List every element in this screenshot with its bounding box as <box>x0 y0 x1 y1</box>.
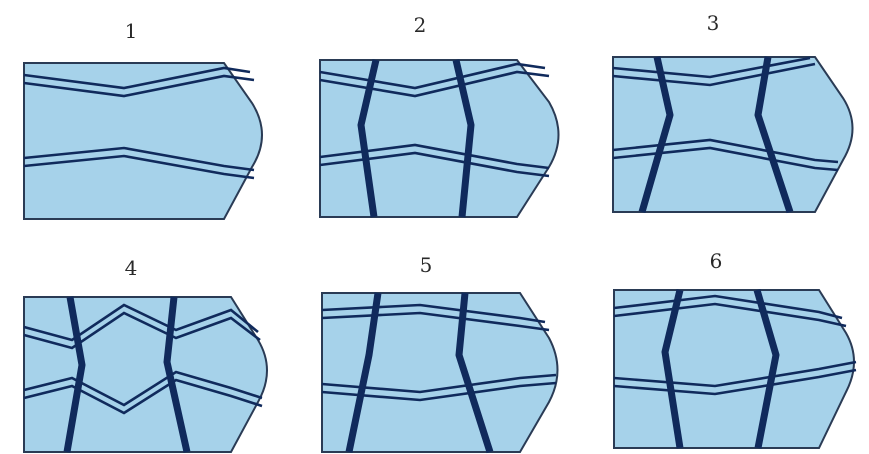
panel-number: 4 <box>125 256 138 280</box>
panel-4: 4 <box>24 256 267 452</box>
pane-shape <box>24 297 267 452</box>
panel-1: 1 <box>24 19 262 219</box>
panel-6: 6 <box>614 249 856 448</box>
panel-3: 3 <box>613 11 853 212</box>
panel-number: 1 <box>125 19 138 43</box>
panel-2: 2 <box>320 13 559 217</box>
panel-number: 3 <box>707 11 720 35</box>
panel-number: 6 <box>710 249 723 273</box>
panel-number: 5 <box>420 253 433 277</box>
panel-number: 2 <box>414 13 427 37</box>
panel-5: 5 <box>322 253 558 452</box>
